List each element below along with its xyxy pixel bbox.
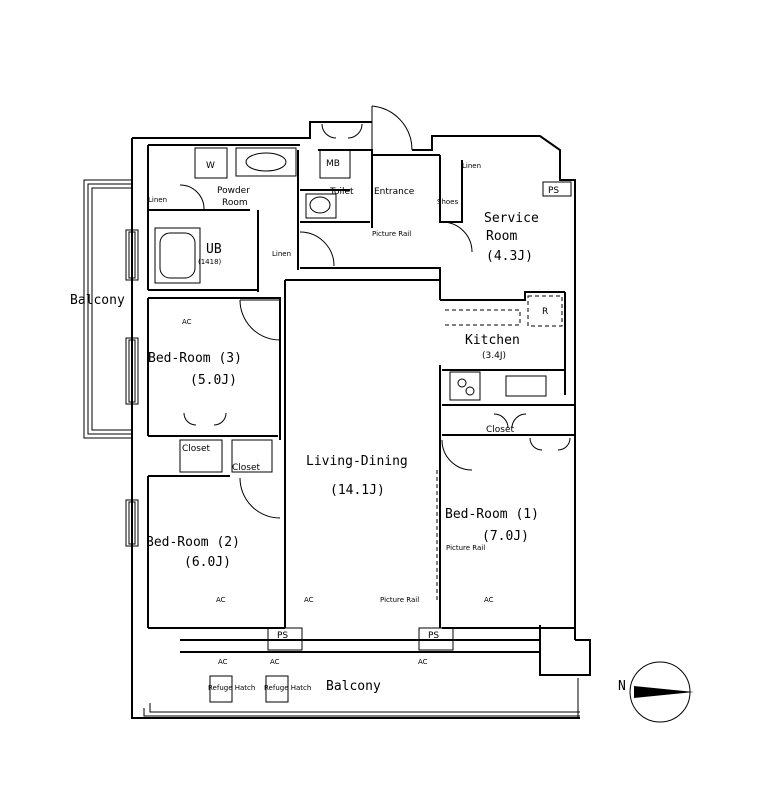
closet-label-bed1: Closet	[486, 425, 515, 435]
ac-label-bed3: AC	[182, 318, 192, 326]
west-windows	[125, 229, 139, 547]
door-swings	[179, 105, 571, 519]
bed3-name: Bed-Room (3)	[148, 351, 242, 366]
balcony-south-label: Balcony	[326, 679, 381, 694]
compass	[629, 661, 694, 723]
mb-label: MB	[326, 159, 340, 169]
linen-label-powder: Linen	[148, 196, 167, 204]
kitchen-size: (3.4J)	[482, 351, 506, 361]
bed1-name: Bed-Room (1)	[445, 507, 539, 522]
powder-line1: Powder	[217, 186, 250, 196]
closet-label-bed3: Closet	[182, 444, 211, 454]
ps-label-3: PS	[548, 186, 559, 196]
linen-label-service: Linen	[462, 162, 481, 170]
ac-label-balcony-2: AC	[270, 658, 280, 666]
ps-label-2: PS	[428, 631, 439, 641]
washer-label: W	[206, 161, 215, 171]
living-name: Living-Dining	[306, 454, 408, 469]
kitchen-name: Kitchen	[465, 333, 520, 348]
ac-label-bed1: AC	[484, 596, 494, 604]
powder-line2: Room	[222, 198, 248, 208]
bed3-size: (5.0J)	[190, 373, 237, 388]
refuge-hatch-label-2: Refuge Hatch	[264, 684, 311, 692]
ac-label-living: AC	[304, 596, 314, 604]
fixtures	[154, 147, 563, 600]
picture-rail-living: Picture Rail	[380, 596, 419, 604]
shoes-label: Shoes	[437, 198, 458, 206]
ps-boxes	[267, 181, 572, 651]
picture-rail-entrance: Picture Rail	[372, 230, 411, 238]
closet-label-bed2: Closet	[232, 463, 261, 473]
refuge-hatches	[209, 675, 289, 703]
service-name-line2: Room	[486, 229, 517, 244]
interior-walls	[147, 144, 575, 653]
living-size: (14.1J)	[330, 483, 385, 498]
ub-size: (1418)	[198, 258, 222, 266]
toilet-label: Toilet	[329, 187, 354, 197]
ub-label: UB	[206, 242, 222, 257]
fridge-label: R	[542, 307, 548, 317]
balcony-west-label: Balcony	[70, 293, 125, 308]
ac-label-balcony-3: AC	[418, 658, 428, 666]
compass-north-letter: N	[618, 679, 626, 694]
linen-label-hall: Linen	[272, 250, 291, 258]
bed2-name: Bed-Room (2)	[146, 535, 240, 550]
ac-label-bed2: AC	[216, 596, 226, 604]
service-size: (4.3J)	[486, 249, 533, 264]
west-balcony-rail	[83, 179, 132, 439]
outer-walls	[131, 121, 591, 719]
ac-label-balcony-1: AC	[218, 658, 228, 666]
service-name-line1: Service	[484, 211, 539, 226]
refuge-hatch-label-1: Refuge Hatch	[208, 684, 255, 692]
ps-label-1: PS	[277, 631, 288, 641]
picture-rail-bed1: Picture Rail	[446, 544, 485, 552]
entrance-label: Entrance	[374, 187, 415, 197]
bed1-size: (7.0J)	[482, 529, 529, 544]
bed2-size: (6.0J)	[184, 555, 231, 570]
